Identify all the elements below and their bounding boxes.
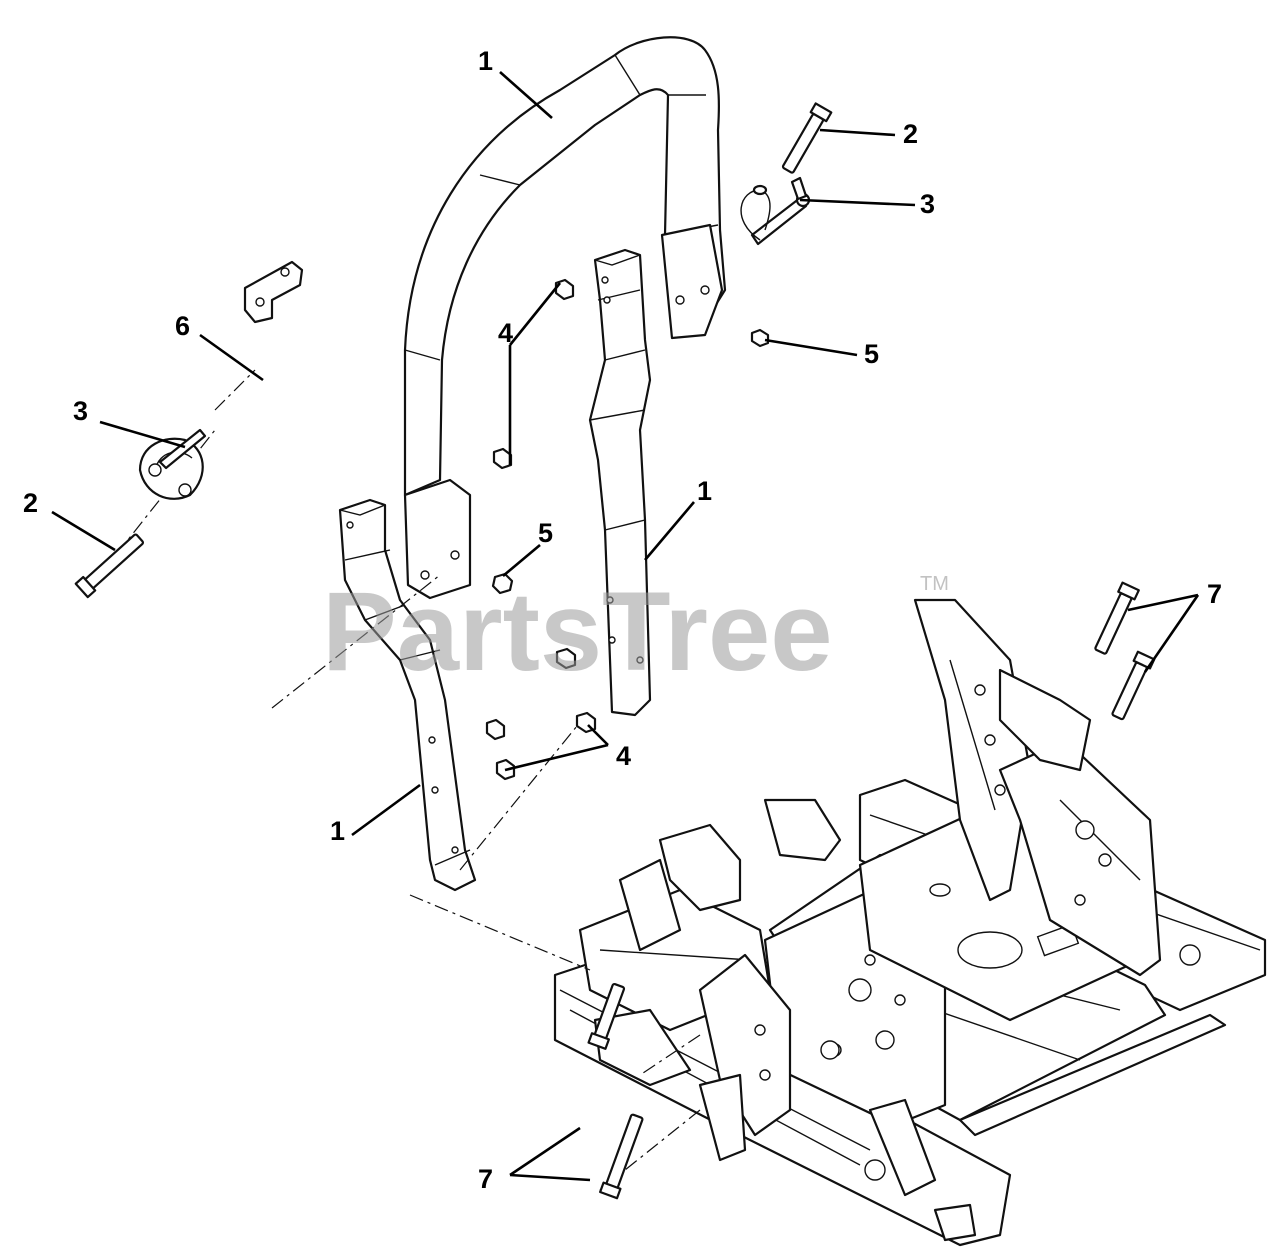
callout-3-top: 3	[920, 189, 935, 219]
callout-1-left: 1	[330, 816, 345, 846]
bolt-7-bottom-b	[599, 1113, 644, 1200]
bolt-top-right	[781, 102, 833, 174]
bolt-7-bottom-a	[587, 982, 626, 1050]
bracket-6	[243, 260, 304, 324]
callout-1-right: 1	[697, 476, 712, 506]
watermark-text: PartsTree	[322, 569, 833, 694]
partstree-watermark: PartsTree TM	[322, 569, 949, 694]
leader-lines	[51, 71, 1200, 1182]
nut-4-b	[492, 447, 513, 470]
callout-5-mid: 5	[538, 518, 553, 548]
callout-2-left: 2	[23, 488, 38, 518]
callout-2-top: 2	[903, 119, 918, 149]
callout-7-right: 7	[1207, 579, 1222, 609]
rops-left-upright	[338, 498, 477, 892]
mower-frame	[409, 598, 1267, 1247]
hitch-pin-left	[138, 428, 207, 500]
hitch-pin-top-right	[740, 176, 811, 246]
nut-top-right	[750, 328, 770, 348]
callout-1-top: 1	[478, 46, 493, 76]
callout-4-bottom: 4	[616, 741, 631, 771]
callout-7-bottom: 7	[478, 1164, 493, 1194]
callout-labels: 1 2 3 5 6 3 2 4 5 1 1 4 7 7	[23, 46, 1222, 1194]
rops-right-upright	[588, 248, 652, 717]
bolt-7-right-b	[1111, 650, 1156, 721]
bolt-7-right-a	[1094, 581, 1140, 655]
callout-5-right: 5	[864, 339, 879, 369]
nut-lower-a	[555, 647, 577, 670]
nut-lower-b	[485, 718, 506, 741]
rops-upper-hoop	[403, 36, 727, 600]
callout-6: 6	[175, 311, 190, 341]
watermark-trademark: TM	[920, 573, 949, 595]
callout-3-left: 3	[73, 396, 88, 426]
bolt-left	[74, 533, 145, 599]
callout-4-top: 4	[498, 318, 513, 348]
